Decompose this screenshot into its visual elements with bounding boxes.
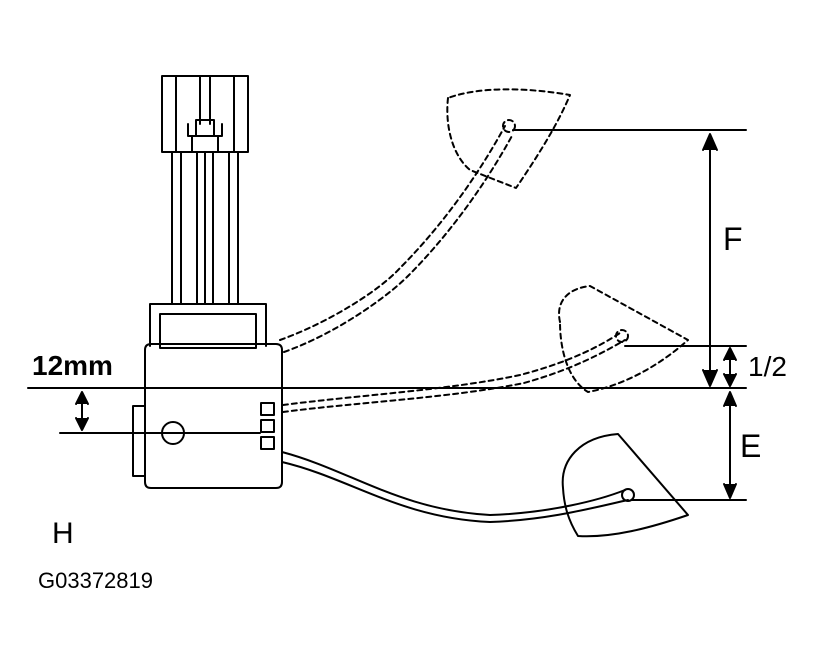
dimension-f-arrow — [702, 133, 718, 387]
switch-body — [132, 303, 283, 489]
upper-float-arm — [279, 88, 571, 353]
dimension-e-label: E — [740, 428, 762, 464]
connector-plug — [161, 75, 249, 153]
view-h-label: H — [52, 517, 74, 550]
reference-lines — [27, 129, 747, 501]
wire-bundle — [171, 151, 239, 305]
middle-float-arm — [282, 285, 689, 413]
dimension-half-arrow — [723, 347, 737, 387]
dimension-e-arrow — [723, 391, 737, 499]
dimension-half-label: 1/2 — [748, 351, 787, 382]
offset-12mm-label: 12mm — [32, 350, 113, 381]
figure-code-label: G03372819 — [38, 568, 153, 593]
dimension-f-label: F — [723, 221, 743, 257]
offset-12mm-arrow — [75, 391, 89, 431]
lower-float-arm — [281, 433, 689, 538]
